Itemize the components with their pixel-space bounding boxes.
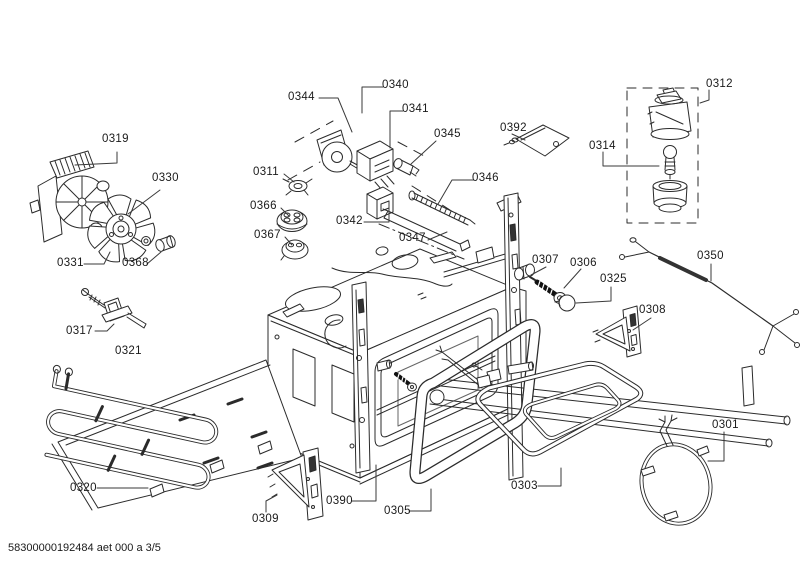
part-label-0314: 0314 (589, 140, 616, 152)
grill-heating-element-drawing (39, 365, 222, 492)
bracket-0308-drawing (593, 306, 641, 357)
leader-0311 (284, 174, 294, 182)
lock-microswitch-drawing (367, 187, 393, 219)
part-label-0366: 0366 (250, 200, 277, 212)
part-label-0345: 0345 (434, 128, 461, 140)
leader-0319 (75, 152, 117, 165)
leader-0301 (708, 432, 724, 461)
lamp-bulb-drawing (664, 146, 677, 180)
lamp-lens-drawing (653, 181, 687, 213)
lock-switch-block-drawing (357, 141, 394, 190)
part-label-0308: 0308 (639, 304, 666, 316)
leader-0307 (531, 267, 546, 275)
part-label-0347: 0347 (399, 232, 426, 244)
part-label-0368: 0368 (122, 257, 149, 269)
leader-0367 (285, 237, 292, 245)
cap-0367-drawing (281, 240, 308, 260)
leader-0330 (128, 190, 160, 214)
part-label-0330: 0330 (152, 172, 179, 184)
grommet-0325-drawing (555, 295, 575, 311)
leader-0366 (281, 208, 289, 216)
leader-0303 (538, 468, 561, 486)
fan-blade-drawing (86, 195, 177, 265)
leader-0309 (266, 495, 277, 512)
door-lock-cluster-drawing (288, 121, 450, 219)
leader-0390 (352, 465, 376, 501)
leader-0317 (95, 324, 114, 331)
document-code: 58300000192484 aet 000 a 3/5 (8, 542, 161, 554)
cover-plate-drawing (504, 125, 569, 156)
leader-0344 (319, 98, 352, 132)
leader-0305 (409, 489, 431, 511)
part-label-0317: 0317 (66, 325, 93, 337)
leader-0368 (147, 252, 161, 264)
part-label-0390: 0390 (326, 495, 353, 507)
part-label-0340: 0340 (382, 79, 409, 91)
part-label-0321: 0321 (115, 345, 142, 357)
bottom-heating-element-drawing (436, 346, 641, 454)
leader-0341 (390, 111, 403, 148)
ring-element-drawing (633, 415, 719, 531)
leader-0347 (428, 232, 447, 240)
latch-pin-drawing (393, 157, 419, 176)
part-label-0341: 0341 (402, 103, 429, 115)
leader-0342 (364, 201, 389, 222)
part-label-0305: 0305 (384, 505, 411, 517)
part-label-0325: 0325 (600, 273, 627, 285)
top-element-bracket-drawing (379, 191, 475, 259)
part-label-0301: 0301 (712, 419, 739, 431)
cap-0366-drawing (277, 210, 307, 232)
part-label-0303: 0303 (511, 480, 538, 492)
lock-motor-drawing (317, 130, 365, 172)
leader-0340 (362, 87, 383, 113)
oven-cavity-drawing (268, 246, 526, 484)
impeller-clip-drawing (283, 179, 312, 195)
fan-motor-drawing (30, 151, 114, 242)
leader-0308 (633, 318, 651, 330)
part-label-0367: 0367 (254, 229, 281, 241)
part-label-0307: 0307 (532, 254, 559, 266)
leader-0392 (512, 134, 525, 140)
temp-sensor-drawing (82, 289, 147, 329)
leader-0331 (84, 252, 110, 264)
part-label-0320: 0320 (70, 482, 97, 494)
part-label-0342: 0342 (336, 215, 363, 227)
part-label-0312: 0312 (706, 78, 733, 90)
bracket-0309-drawing (268, 448, 323, 520)
leader-0306 (564, 269, 581, 288)
door-frame-drawing (415, 324, 535, 478)
part-label-0344: 0344 (288, 91, 315, 103)
lamp-assembly-drawing (627, 88, 698, 223)
leader-0345 (411, 141, 436, 164)
part-label-0311: 0311 (253, 166, 279, 178)
part-label-0331: 0331 (57, 257, 84, 269)
part-label-0319: 0319 (102, 133, 129, 145)
nut-0307-drawing (515, 264, 535, 280)
lamp-socket-drawing (648, 88, 691, 140)
part-label-0309: 0309 (252, 513, 279, 525)
fan-nut-drawing (154, 235, 176, 253)
wire-harness-drawing (620, 238, 800, 355)
fastener-set-drawing (515, 264, 576, 311)
leader-0346 (438, 180, 474, 204)
leader-0325 (576, 287, 611, 303)
part-label-0392: 0392 (500, 122, 527, 134)
part-label-0306: 0306 (570, 257, 597, 269)
leader-0312 (700, 90, 709, 103)
leader-lines (75, 87, 724, 512)
leader-0314 (603, 152, 659, 166)
part-label-0346: 0346 (472, 172, 499, 184)
part-label-0350: 0350 (697, 250, 724, 262)
